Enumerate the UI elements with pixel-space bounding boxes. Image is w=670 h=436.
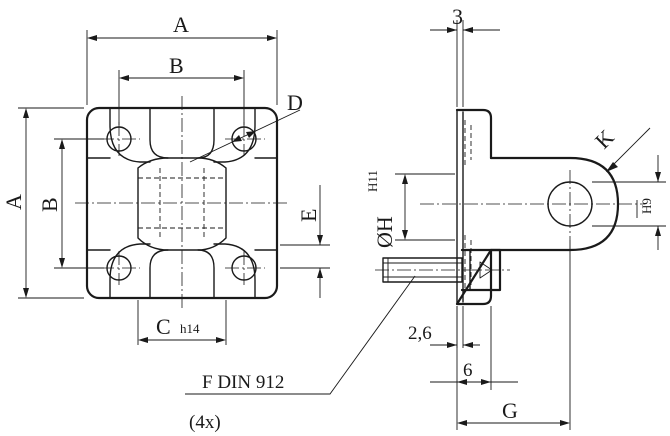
- dim-3: 3: [430, 4, 500, 107]
- dim-h: ØH H11: [365, 170, 455, 248]
- label-d: D: [287, 90, 303, 115]
- label-g: G: [502, 398, 518, 423]
- boss-sides: [86, 157, 278, 251]
- label-b-left: B: [37, 197, 62, 212]
- label-h-tol-right: H9: [639, 198, 654, 214]
- label-b-top: B: [169, 53, 184, 78]
- dim-e: E: [280, 185, 330, 298]
- label-count: (4x): [189, 412, 221, 433]
- label-2-6: 2,6: [408, 323, 432, 344]
- screw: [375, 248, 510, 292]
- centerlines: [75, 96, 290, 310]
- dim-c: C h14: [137, 300, 227, 345]
- screw-callout: F DIN 912 (4x): [185, 275, 416, 433]
- dim-b-top: B: [118, 53, 245, 125]
- dim-b-left: B: [37, 138, 104, 269]
- side-view: [420, 108, 645, 306]
- label-3: 3: [452, 4, 463, 29]
- corner-boss-tr: [213, 107, 256, 163]
- dim-g: G: [456, 240, 571, 430]
- label-e: E: [296, 209, 321, 222]
- label-6: 6: [463, 360, 473, 381]
- dim-6: 6: [430, 306, 518, 390]
- dim-d: D: [189, 90, 303, 163]
- dim-h9: H9: [592, 155, 666, 250]
- dim-a-top: A: [86, 12, 278, 105]
- label-c-tol: h14: [180, 321, 200, 336]
- label-a-left: A: [1, 194, 26, 210]
- label-h-tol-left: H11: [365, 170, 380, 192]
- label-h: ØH: [372, 216, 397, 248]
- label-c: C: [156, 314, 171, 339]
- boss-outline: [149, 107, 215, 299]
- label-f-din: F DIN 912: [202, 372, 284, 393]
- front-view: [75, 96, 290, 310]
- side-hidden: [464, 120, 472, 290]
- corner-boss-bl: [109, 243, 151, 299]
- corner-boss-br: [213, 243, 256, 299]
- dim-a-left: A: [1, 107, 84, 299]
- side-plate: [455, 108, 493, 306]
- dim-2-6: 2,6: [408, 306, 480, 348]
- label-k: K: [590, 125, 619, 154]
- label-a-top: A: [173, 12, 189, 37]
- corner-boss-tl: [109, 107, 151, 163]
- side-centerlines: [420, 170, 645, 240]
